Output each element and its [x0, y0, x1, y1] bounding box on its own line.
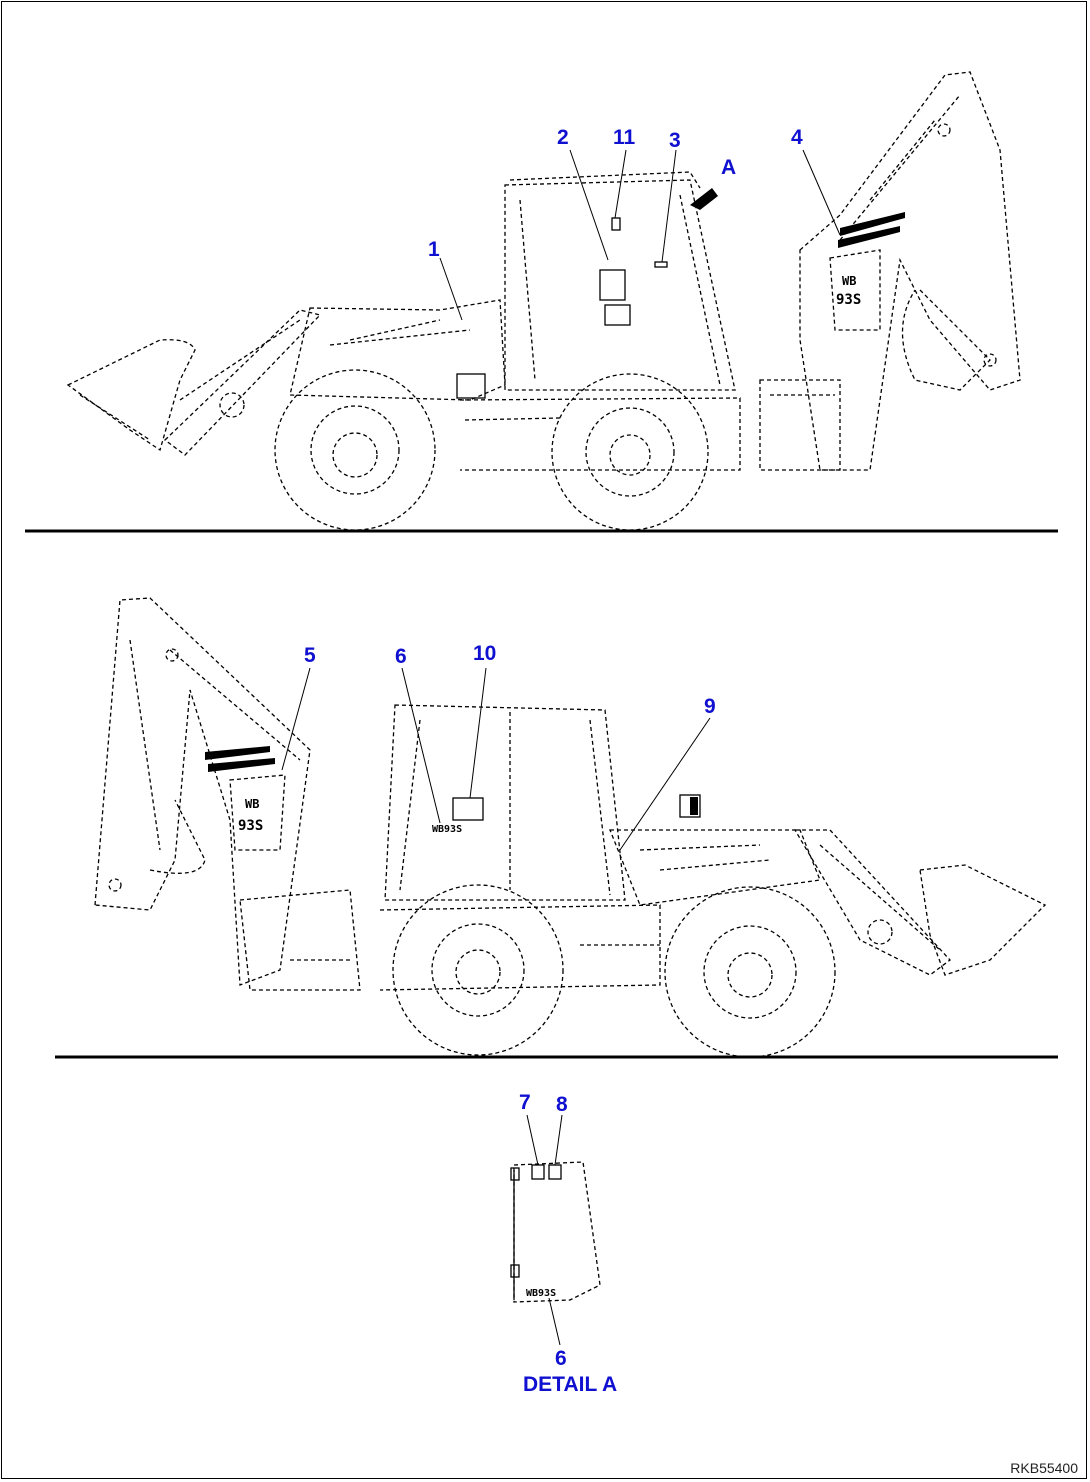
- boom-decal-top-text1: WB: [842, 274, 856, 288]
- callout-4: 4: [791, 126, 803, 149]
- decal-9-panel: [679, 794, 701, 818]
- boom-decal-middle: WB 93S: [205, 746, 286, 851]
- callout-3: 3: [669, 129, 681, 152]
- callout-6: 6: [395, 645, 407, 668]
- side-view-top: WB 93S: [25, 71, 1058, 533]
- backhoe-boom-top: [799, 71, 1021, 471]
- hood-decal-middle-text: WB93S: [432, 824, 462, 835]
- front-wheel-top: [274, 369, 436, 531]
- boom-decal-top-text2: 93S: [836, 292, 861, 308]
- callout-9: 9: [704, 695, 716, 718]
- decal-7-panel: [531, 1164, 545, 1180]
- cab-middle: [384, 704, 626, 901]
- callout-10: 10: [473, 642, 497, 665]
- side-view-middle: WB 93S WB93S: [55, 597, 1058, 1059]
- detail-a-door: WB93S: [510, 1114, 601, 1346]
- boom-decal-top: WB 93S: [829, 212, 905, 331]
- decal-1-panel: [456, 373, 486, 399]
- leader-lines-middle: [281, 667, 711, 851]
- loader-bucket-top: [66, 339, 196, 452]
- callout-1: 1: [428, 238, 440, 261]
- callout-8: 8: [556, 1093, 568, 1116]
- boom-decal-middle-text1: WB: [245, 797, 259, 811]
- callout-6-detail: 6: [555, 1347, 567, 1370]
- detail-a-caption: DETAIL A: [523, 1373, 618, 1396]
- cab-top: [504, 179, 736, 391]
- decal-8-panel: [548, 1164, 562, 1180]
- callout-a: A: [721, 156, 737, 179]
- callout-11: 11: [613, 126, 636, 149]
- hood-top: [289, 299, 506, 401]
- rear-wheel-middle: [392, 884, 564, 1056]
- front-wheel-middle: [664, 886, 836, 1058]
- backhoe-boom-middle: [94, 597, 311, 986]
- loader-bucket-middle: [919, 864, 1047, 976]
- drawing-code: RKB55400: [1010, 1460, 1078, 1476]
- door-decal-text: WB93S: [526, 1288, 556, 1299]
- loader-arm-middle: [793, 829, 951, 976]
- hood-middle: [609, 829, 821, 906]
- callout-2: 2: [557, 126, 569, 149]
- decal-10-panel: [452, 797, 484, 821]
- rear-wheel-top: [551, 373, 709, 531]
- boom-decal-middle-text2: 93S: [238, 818, 263, 834]
- callout-5: 5: [304, 644, 316, 667]
- leader-lines-top: [439, 149, 841, 321]
- loader-arm-top: [163, 309, 322, 456]
- callout-7: 7: [519, 1091, 531, 1114]
